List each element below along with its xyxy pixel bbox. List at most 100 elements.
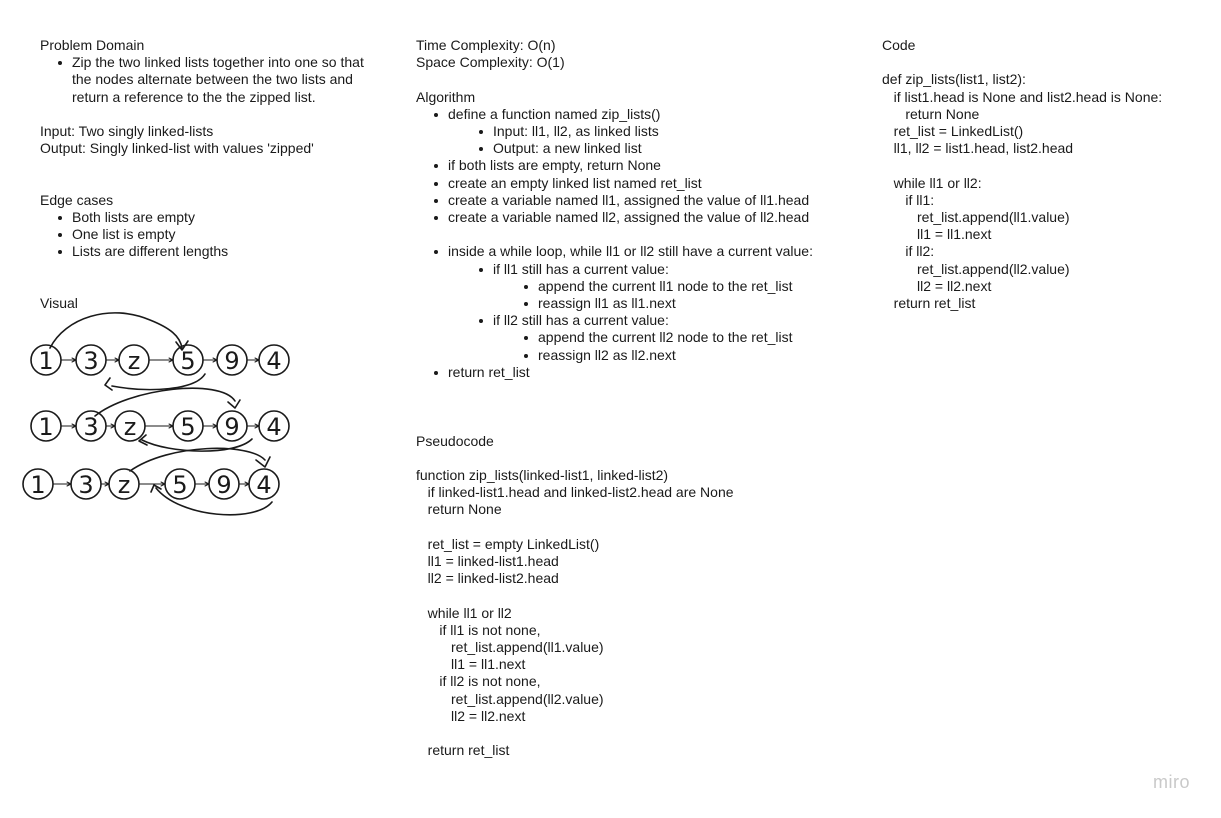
time-complexity: Time Complexity: O(n) bbox=[416, 37, 556, 53]
list-node-label: 3 bbox=[83, 347, 98, 375]
input-description: Input: Two singly linked-lists bbox=[40, 123, 214, 139]
code-block: def zip_lists(list1, list2): if list1.he… bbox=[882, 71, 1202, 312]
right-column: Code def zip_lists(list1, list2): if lis… bbox=[882, 37, 1202, 312]
code-line bbox=[882, 157, 1202, 174]
next-pointer-arrow bbox=[52, 481, 72, 487]
arrowhead-icon bbox=[175, 340, 189, 351]
edge-cases-heading: Edge cases bbox=[40, 191, 114, 208]
arc-row1-top bbox=[49, 312, 183, 349]
next-pointer-arrow bbox=[144, 423, 174, 429]
next-pointer-arrow bbox=[246, 357, 260, 363]
code-line: return ret_list bbox=[882, 295, 976, 312]
pseudocode-line: ll1 = linked-list1.head bbox=[416, 553, 559, 569]
code-line: if ll2: bbox=[882, 243, 935, 260]
list-node-label: 1 bbox=[38, 413, 53, 441]
pseudocode-line: return None bbox=[416, 501, 502, 518]
edge-cases-list: Both lists are empty One list is empty L… bbox=[40, 209, 400, 261]
pseudocode-heading: Pseudocode bbox=[416, 432, 494, 449]
list-node-label: 1 bbox=[30, 471, 45, 499]
code-line: while ll1 or ll2: bbox=[882, 174, 982, 191]
problem-domain-heading: Problem Domain bbox=[40, 37, 145, 53]
algorithm-steps: define a function named zip_lists()Input… bbox=[416, 106, 866, 381]
pseudocode-line: ll2 = ll2.next bbox=[416, 707, 526, 724]
list-node-label: 9 bbox=[216, 471, 231, 499]
pseudocode-line: ll2 = linked-list2.head bbox=[416, 570, 559, 587]
list-node-label: 4 bbox=[266, 413, 281, 441]
list-node-label: 9 bbox=[224, 413, 239, 441]
next-pointer-arrow bbox=[60, 423, 77, 429]
middle-column: Time Complexity: O(n) Space Complexity: … bbox=[416, 37, 866, 759]
problem-domain-bullet: Zip the two linked lists together into o… bbox=[40, 54, 400, 106]
list-node-label: 9 bbox=[224, 347, 239, 375]
code-line: if list1.head is None and list2.head is … bbox=[882, 88, 1163, 105]
list-node-label: 5 bbox=[180, 413, 195, 441]
next-pointer-arrow bbox=[148, 357, 174, 363]
space-complexity: Space Complexity: O(1) bbox=[416, 54, 565, 71]
problem-domain-bullets: Zip the two linked lists together into o… bbox=[40, 54, 400, 106]
list-node-circle bbox=[258, 410, 290, 442]
list-node-label: 4 bbox=[266, 347, 281, 375]
code-line: ret_list.append(ll1.value) bbox=[882, 209, 1070, 225]
algorithm-step: append the current ll1 node to the ret_l… bbox=[524, 278, 866, 295]
pseudocode-line bbox=[416, 587, 866, 604]
arc-row1-bottom bbox=[111, 373, 206, 391]
code-line: ll1, ll2 = list1.head, list2.head bbox=[882, 140, 1074, 157]
list-node-label: 5 bbox=[180, 347, 195, 375]
algorithm-step: if both lists are empty, return None bbox=[434, 157, 866, 174]
next-pointer-arrow bbox=[105, 423, 116, 429]
arrowhead-icon bbox=[104, 377, 113, 391]
list-node-label: 3 bbox=[83, 413, 98, 441]
pseudocode-line bbox=[416, 725, 866, 742]
arc-row3-bottom bbox=[155, 487, 273, 516]
arrowhead-icon bbox=[227, 399, 241, 409]
arc-row3-top bbox=[129, 447, 266, 472]
next-pointer-arrow bbox=[60, 357, 77, 363]
left-column: Problem Domain Zip the two linked lists … bbox=[40, 37, 400, 312]
next-pointer-arrow bbox=[100, 481, 110, 487]
pseudocode-line: if linked-list1.head and linked-list2.he… bbox=[416, 484, 734, 501]
next-pointer-arrow bbox=[138, 481, 166, 487]
list-node-circle bbox=[258, 344, 290, 376]
problem-domain-line: the nodes alternate between the two list… bbox=[72, 71, 353, 88]
arrowhead-icon bbox=[138, 434, 148, 446]
pseudocode-line: if ll1 is not none, bbox=[416, 621, 541, 638]
problem-domain-line: return a reference to the the zipped lis… bbox=[72, 88, 316, 105]
pseudocode-block: function zip_lists(linked-list1, linked-… bbox=[416, 467, 866, 759]
arrowhead-icon bbox=[255, 456, 271, 468]
next-pointer-arrow bbox=[238, 481, 250, 487]
pseudocode-line: ret_list = empty LinkedList() bbox=[416, 535, 600, 552]
algorithm-step: append the current ll2 node to the ret_l… bbox=[524, 329, 866, 346]
miro-logo: miro bbox=[1153, 772, 1190, 792]
pseudocode-line: ll1 = ll1.next bbox=[416, 656, 526, 673]
next-pointer-arrow bbox=[202, 423, 218, 429]
algorithm-step: inside a while loop, while ll1 or ll2 st… bbox=[434, 243, 866, 260]
code-line: def zip_lists(list1, list2): bbox=[882, 71, 1026, 88]
list-node-label: 4 bbox=[256, 471, 271, 499]
code-line: ret_list = LinkedList() bbox=[882, 123, 1024, 139]
algorithm-step: Output: a new linked list bbox=[479, 140, 866, 157]
next-pointer-arrow bbox=[202, 357, 218, 363]
list-node-circle bbox=[248, 468, 280, 500]
output-description: Output: Singly linked-list with values '… bbox=[40, 140, 314, 157]
algorithm-step: create a variable named ll1, assigned th… bbox=[434, 192, 866, 209]
next-pointer-arrow bbox=[105, 357, 120, 363]
pseudocode-line: function zip_lists(linked-list1, linked-… bbox=[416, 467, 669, 483]
pseudocode-line: if ll2 is not none, bbox=[416, 673, 541, 690]
list-node-label: z bbox=[128, 347, 141, 375]
pseudocode-line: ret_list.append(ll2.value) bbox=[416, 690, 604, 707]
next-pointer-arrow bbox=[194, 481, 210, 487]
edge-case-item: Both lists are empty bbox=[40, 209, 400, 226]
algorithm-heading: Algorithm bbox=[416, 88, 476, 105]
algorithm-step: return ret_list bbox=[434, 364, 866, 381]
pseudocode-line: while ll1 or ll2 bbox=[416, 604, 512, 621]
algorithm-step: reassign ll2 as ll2.next bbox=[524, 347, 866, 364]
algorithm-spacer bbox=[416, 226, 866, 243]
list-node-label: z bbox=[124, 413, 137, 441]
algorithm-step: if ll2 still has a current value: bbox=[479, 312, 866, 329]
pseudocode-line: return ret_list bbox=[416, 742, 510, 759]
list-node-label: 3 bbox=[78, 471, 93, 499]
code-line: ret_list.append(ll2.value) bbox=[882, 260, 1070, 277]
algorithm-step: Input: ll1, ll2, as linked lists bbox=[479, 123, 866, 140]
